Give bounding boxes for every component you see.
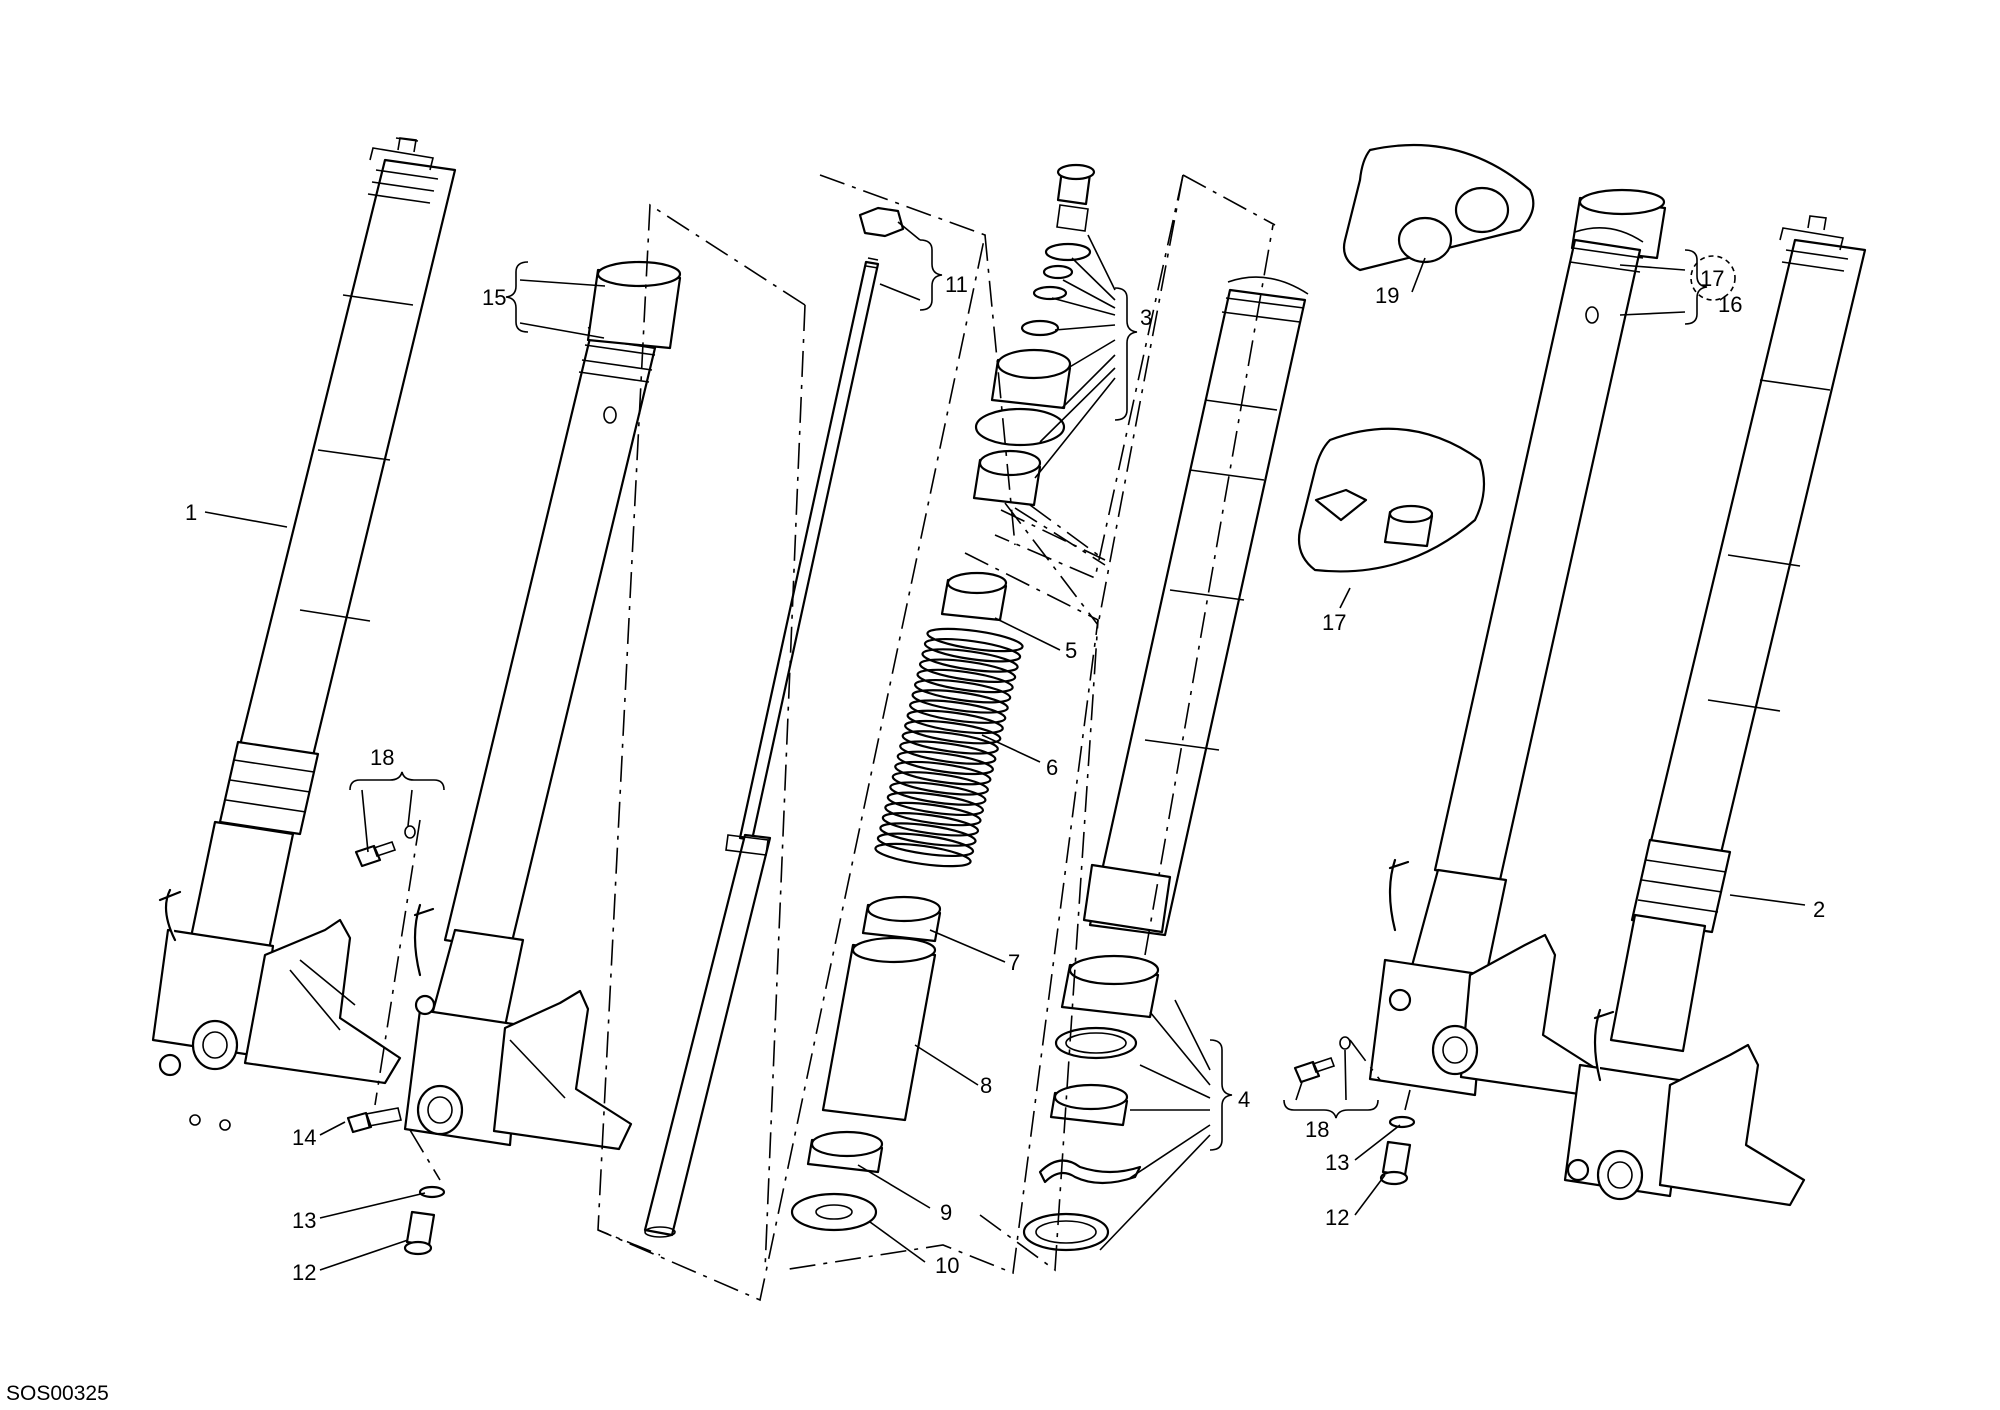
spring-coil (884, 801, 982, 827)
washer-10 (790, 1192, 878, 1232)
spring-coil (911, 689, 1009, 714)
spring-coil (876, 832, 975, 858)
drawing-code: SOS00325 (6, 1382, 109, 1405)
spring-coil (921, 648, 1019, 673)
spring-seat-5 (940, 571, 1008, 622)
spring-coil (906, 709, 1004, 735)
callouts: 1 2 3 4 5 6 7 8 9 10 11 12 12 13 13 14 1… (185, 266, 1825, 1285)
outer-tube (1082, 276, 1309, 937)
spring-coil (899, 740, 997, 765)
tube-8 (821, 936, 937, 1122)
callout-13-left: 13 (292, 1208, 316, 1233)
leader-lines (204, 221, 1806, 1271)
callout-12-left: 12 (292, 1260, 316, 1285)
bleed-screw-18-right (1293, 1036, 1351, 1084)
callout-17: 17 (1322, 610, 1346, 635)
callout-12-right: 12 (1325, 1205, 1349, 1230)
screw-12-left (403, 1210, 436, 1256)
callout-6: 6 (1046, 755, 1058, 780)
screw-12-right (1379, 1140, 1412, 1186)
kit-bag-19 (1342, 144, 1535, 272)
spring-coil (913, 678, 1012, 704)
callout-9: 9 (940, 1200, 952, 1225)
callout-7: 7 (1008, 950, 1020, 975)
callout-11: 11 (945, 272, 968, 297)
stanchion-tube (403, 322, 657, 1151)
cap-assembly-3 (972, 163, 1096, 507)
callout-18-left: 18 (370, 745, 394, 770)
bushing-15 (586, 260, 682, 350)
callout-16: 16 (1718, 292, 1742, 317)
callout-18-right: 18 (1305, 1117, 1329, 1142)
callout-2: 2 (1813, 897, 1825, 922)
callout-14: 14 (292, 1125, 316, 1150)
nut-11 (858, 206, 905, 238)
spring-coil (886, 791, 985, 817)
callout-17-circle (1690, 255, 1736, 301)
spring-coil (896, 750, 994, 776)
spring-coil (901, 730, 999, 755)
spring-coil (909, 699, 1007, 724)
callout-13-right: 13 (1325, 1150, 1349, 1175)
damper-rod (643, 257, 880, 1238)
callout-19: 19 (1375, 283, 1399, 308)
fork-spring-6 (874, 627, 1024, 868)
spring-coil (926, 627, 1024, 653)
callout-1: 1 (185, 500, 197, 525)
callout-8: 8 (980, 1073, 992, 1098)
callout-5: 5 (1065, 638, 1077, 663)
seal-kit-4 (1022, 954, 1160, 1252)
washer-13-left (418, 1185, 446, 1199)
spring-coil (881, 812, 980, 837)
spring-coil (923, 637, 1022, 663)
spring-coil (874, 842, 972, 868)
spring-coil (891, 771, 989, 796)
screw-14 (346, 1107, 402, 1134)
fork-leg-2 (1563, 215, 1867, 1207)
callout-15: 15 (482, 285, 506, 310)
assembly-lines (374, 174, 1411, 1302)
washer-13-right (1388, 1115, 1416, 1129)
spring-coil (918, 658, 1017, 683)
seal-9 (806, 1130, 884, 1174)
kit-bag-17 (1297, 427, 1486, 573)
spring-coil (894, 760, 992, 786)
fork-leg-3-stanchion (1368, 226, 1644, 1097)
fork-leg-1 (151, 137, 457, 1131)
bleed-screw-18-left (354, 825, 416, 868)
callout-17-circled: 17 (1700, 266, 1724, 291)
spring-coil (904, 719, 1002, 745)
spring-coil (916, 668, 1014, 694)
callout-10: 10 (935, 1253, 959, 1278)
spring-coil (889, 781, 987, 806)
guide-7 (861, 895, 942, 943)
callout-3: 3 (1140, 305, 1152, 330)
spring-coil (879, 822, 977, 847)
callout-4: 4 (1238, 1087, 1250, 1112)
